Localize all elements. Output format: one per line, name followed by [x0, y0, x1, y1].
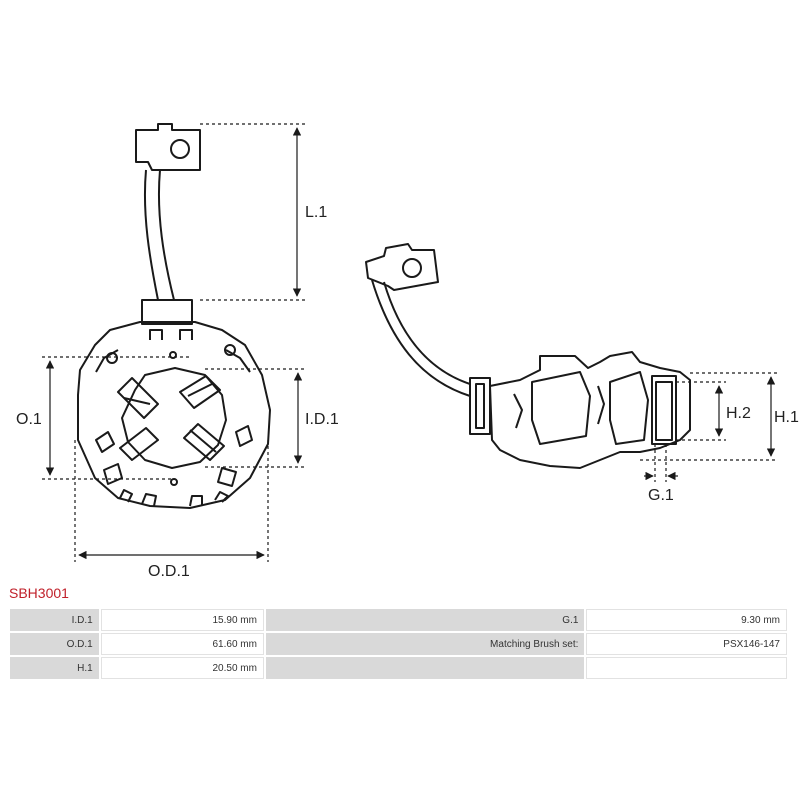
spec-key: Matching Brush set: — [265, 633, 585, 655]
spec-table: I.D.1 15.90 mm G.1 9.30 mm O.D.1 61.60 m… — [8, 607, 789, 681]
wire-clamp — [141, 299, 193, 325]
dim-label-h2: H.2 — [726, 405, 751, 422]
holder-body — [489, 351, 691, 469]
spec-value: 61.60 mm — [100, 633, 264, 655]
spec-value: 9.30 mm — [586, 609, 787, 631]
brush-box — [183, 423, 225, 461]
table-row: H.1 20.50 mm — [10, 657, 787, 679]
dim-label-o1: O.1 — [16, 411, 42, 428]
brush-box — [119, 427, 159, 461]
holder-plate — [77, 321, 271, 509]
table-row: I.D.1 15.90 mm G.1 9.30 mm — [10, 609, 787, 631]
terminal-hole — [170, 139, 190, 159]
table-row: O.D.1 61.60 mm Matching Brush set: PSX14… — [10, 633, 787, 655]
dimension-lines — [42, 123, 778, 562]
dim-label-g1: G.1 — [648, 487, 674, 504]
spec-key: O.D.1 — [10, 633, 99, 655]
lead-wire — [143, 169, 175, 301]
spec-key — [265, 657, 585, 679]
terminal-lug — [365, 243, 439, 291]
dim-label-l1: L.1 — [305, 204, 327, 221]
part-number: SBH3001 — [9, 585, 69, 601]
technical-drawing: L.1 O.1 I.D.1 O.D.1 H.2 H.1 G.1 — [16, 123, 799, 580]
side-view — [365, 243, 691, 469]
spec-key: I.D.1 — [10, 609, 99, 631]
spec-key: G.1 — [265, 609, 585, 631]
terminal-lug — [135, 123, 201, 171]
brush-box — [179, 375, 221, 409]
dim-label-id1: I.D.1 — [305, 411, 339, 428]
spec-value — [586, 657, 787, 679]
spec-key: H.1 — [10, 657, 99, 679]
dim-label-od1: O.D.1 — [148, 563, 190, 580]
dim-label-h1: H.1 — [774, 409, 799, 426]
spec-value: PSX146-147 — [586, 633, 787, 655]
terminal-hole — [402, 258, 422, 278]
lead-wire — [371, 279, 471, 397]
front-view — [77, 123, 271, 509]
brush-box — [117, 377, 159, 419]
spec-value: 20.50 mm — [100, 657, 264, 679]
spec-value: 15.90 mm — [100, 609, 264, 631]
